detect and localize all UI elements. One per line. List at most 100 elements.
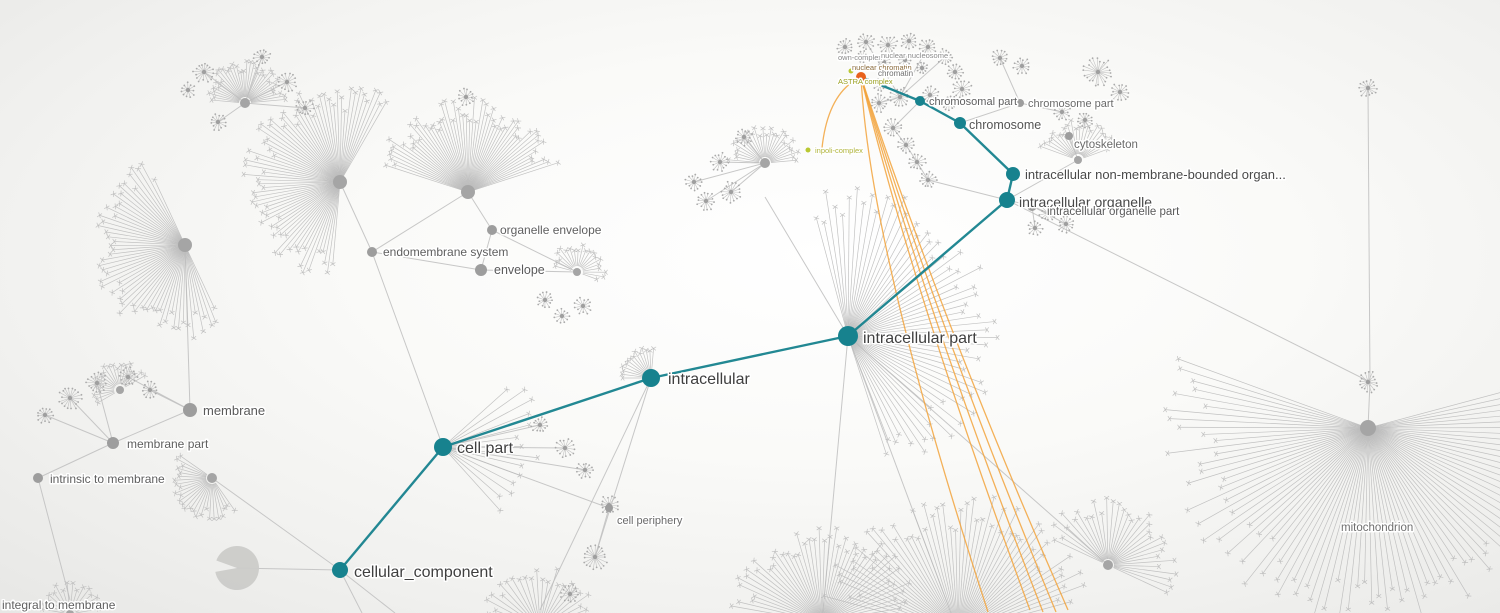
node-intracellular-non-membrane-bounded-organelle[interactable] xyxy=(1006,167,1020,181)
node-cluster xyxy=(1358,78,1378,97)
label-astra-complex[interactable]: ASTRA complex xyxy=(837,76,895,88)
graph-edge xyxy=(899,56,946,98)
highlight-edge-orange xyxy=(860,76,989,613)
label-cytoskeleton[interactable]: cytoskeleton xyxy=(1073,138,1140,153)
node-cellular-component[interactable] xyxy=(332,562,348,578)
node-complex-node-b[interactable] xyxy=(805,147,811,153)
graph-edge xyxy=(480,269,578,273)
node-cluster xyxy=(857,33,875,50)
graph-edge xyxy=(847,335,1109,566)
node-cluster xyxy=(295,99,315,116)
label-membrane[interactable]: membrane xyxy=(202,402,267,420)
node-cluster xyxy=(554,438,576,459)
node-cluster xyxy=(908,153,927,170)
highlight-edge xyxy=(847,199,1008,337)
node-intrinsic-to-membrane[interactable] xyxy=(33,473,43,483)
label-organelle-envelope[interactable]: organelle envelope xyxy=(499,222,604,239)
node-intracellular-part[interactable] xyxy=(838,326,858,346)
label-intracellular-non-membrane-bounded-organelle[interactable]: intracellular non-membrane-bounded organ… xyxy=(1024,166,1288,184)
node-endomembrane-system[interactable] xyxy=(367,247,377,257)
node-cell-periphery[interactable] xyxy=(605,504,613,512)
edge-fan xyxy=(206,58,288,108)
node-intracellular-organelle-part[interactable] xyxy=(1027,201,1037,211)
node-chromatin[interactable] xyxy=(856,72,866,82)
node-intracellular-organelle[interactable] xyxy=(999,192,1015,208)
node-chromosome-part[interactable] xyxy=(1016,99,1024,107)
label-intracellular-organelle[interactable]: intracellular organelle xyxy=(1018,193,1154,212)
node-cluster xyxy=(919,170,938,188)
graph-edge xyxy=(37,442,114,479)
label-intrinsic-to-membrane[interactable]: intrinsic to membrane xyxy=(49,471,167,488)
label-envelope[interactable]: envelope xyxy=(493,262,547,279)
node-cluster xyxy=(536,291,553,309)
node-cluster xyxy=(877,56,891,69)
highlight-edge xyxy=(919,99,961,125)
node-cluster xyxy=(836,37,853,55)
node-organelle-envelope[interactable] xyxy=(487,225,497,235)
label-inpoli-complex[interactable]: inpoli-complex xyxy=(814,145,865,157)
edge-fan xyxy=(172,452,238,522)
node-cluster xyxy=(210,113,227,131)
nodes xyxy=(33,68,1073,578)
label-mitochondrion[interactable]: mitochondrion xyxy=(1340,521,1415,536)
edge-fan xyxy=(821,494,1087,613)
highlight-edge xyxy=(959,122,1014,175)
node-cluster xyxy=(936,47,954,66)
label-nuclear-nucleosome[interactable]: nuclear nucleosome xyxy=(880,50,950,62)
label-chromatin[interactable]: chromatin xyxy=(877,68,915,80)
node-intracellular[interactable] xyxy=(642,369,660,387)
gray-edges xyxy=(37,41,1371,613)
pie-clusters xyxy=(215,546,260,590)
label-intracellular-organelle-part[interactable]: intracellular organelle part xyxy=(1046,205,1182,220)
label-intracellular-part[interactable]: intracellular part xyxy=(862,329,979,349)
node-membrane-part[interactable] xyxy=(107,437,119,449)
highlight-edge xyxy=(650,334,849,380)
node-cluster xyxy=(1110,83,1130,101)
graph-edge xyxy=(822,335,849,613)
graph-edge xyxy=(244,102,306,109)
graph-edge xyxy=(339,181,373,253)
node-membrane[interactable] xyxy=(183,403,197,417)
highlight-edge xyxy=(339,446,444,571)
label-membrane-part[interactable]: membrane part xyxy=(126,436,211,453)
label-cell-part[interactable]: cell part xyxy=(456,439,516,459)
graph-edge xyxy=(1006,199,1371,383)
label-cell-periphery[interactable]: cell periphery xyxy=(616,514,685,529)
edge-fan xyxy=(483,566,592,613)
edge-fan xyxy=(95,161,219,341)
node-envelope[interactable] xyxy=(475,264,487,276)
node-cluster xyxy=(530,416,549,432)
label-integral-to-membrane[interactable]: integral to membrane xyxy=(1,597,118,613)
graph-edge xyxy=(442,424,541,448)
graph-edge xyxy=(44,414,114,444)
node-cell-part[interactable] xyxy=(434,438,452,456)
label-own-complex[interactable]: own-complex xyxy=(837,52,884,64)
node-chromosome[interactable] xyxy=(954,117,966,129)
label-chromosome-part[interactable]: chromosome part xyxy=(1027,97,1116,112)
highlight-edge-orange xyxy=(860,76,1044,613)
graph-edge xyxy=(1068,135,1079,161)
graph-edge xyxy=(339,569,396,613)
label-chromosomal-part[interactable]: chromosomal part xyxy=(928,95,1019,110)
node-cluster xyxy=(696,191,715,211)
node-chromosomal-part[interactable] xyxy=(915,96,925,106)
label-nuclear-chromatin[interactable]: nuclear chromatin xyxy=(851,62,914,74)
node-complex-node-a[interactable] xyxy=(848,68,854,74)
node-cluster xyxy=(900,32,917,50)
node-cluster xyxy=(277,72,297,93)
edge-fan xyxy=(1162,355,1500,613)
node-cluster xyxy=(870,92,889,114)
graph-edge xyxy=(959,102,1021,124)
label-endomembrane-system[interactable]: endomembrane system xyxy=(382,244,510,261)
node-cluster xyxy=(560,584,579,603)
label-chromosome[interactable]: chromosome xyxy=(968,117,1043,134)
node-cytoskeleton[interactable] xyxy=(1065,132,1073,140)
label-intracellular[interactable]: intracellular xyxy=(667,370,752,390)
edge-fan xyxy=(619,345,657,381)
label-cellular-component[interactable]: cellular_component xyxy=(353,563,495,583)
graph-edge xyxy=(764,196,849,337)
graph-edge xyxy=(539,377,652,611)
graph-edge xyxy=(442,446,586,471)
node-cluster xyxy=(1082,57,1112,87)
